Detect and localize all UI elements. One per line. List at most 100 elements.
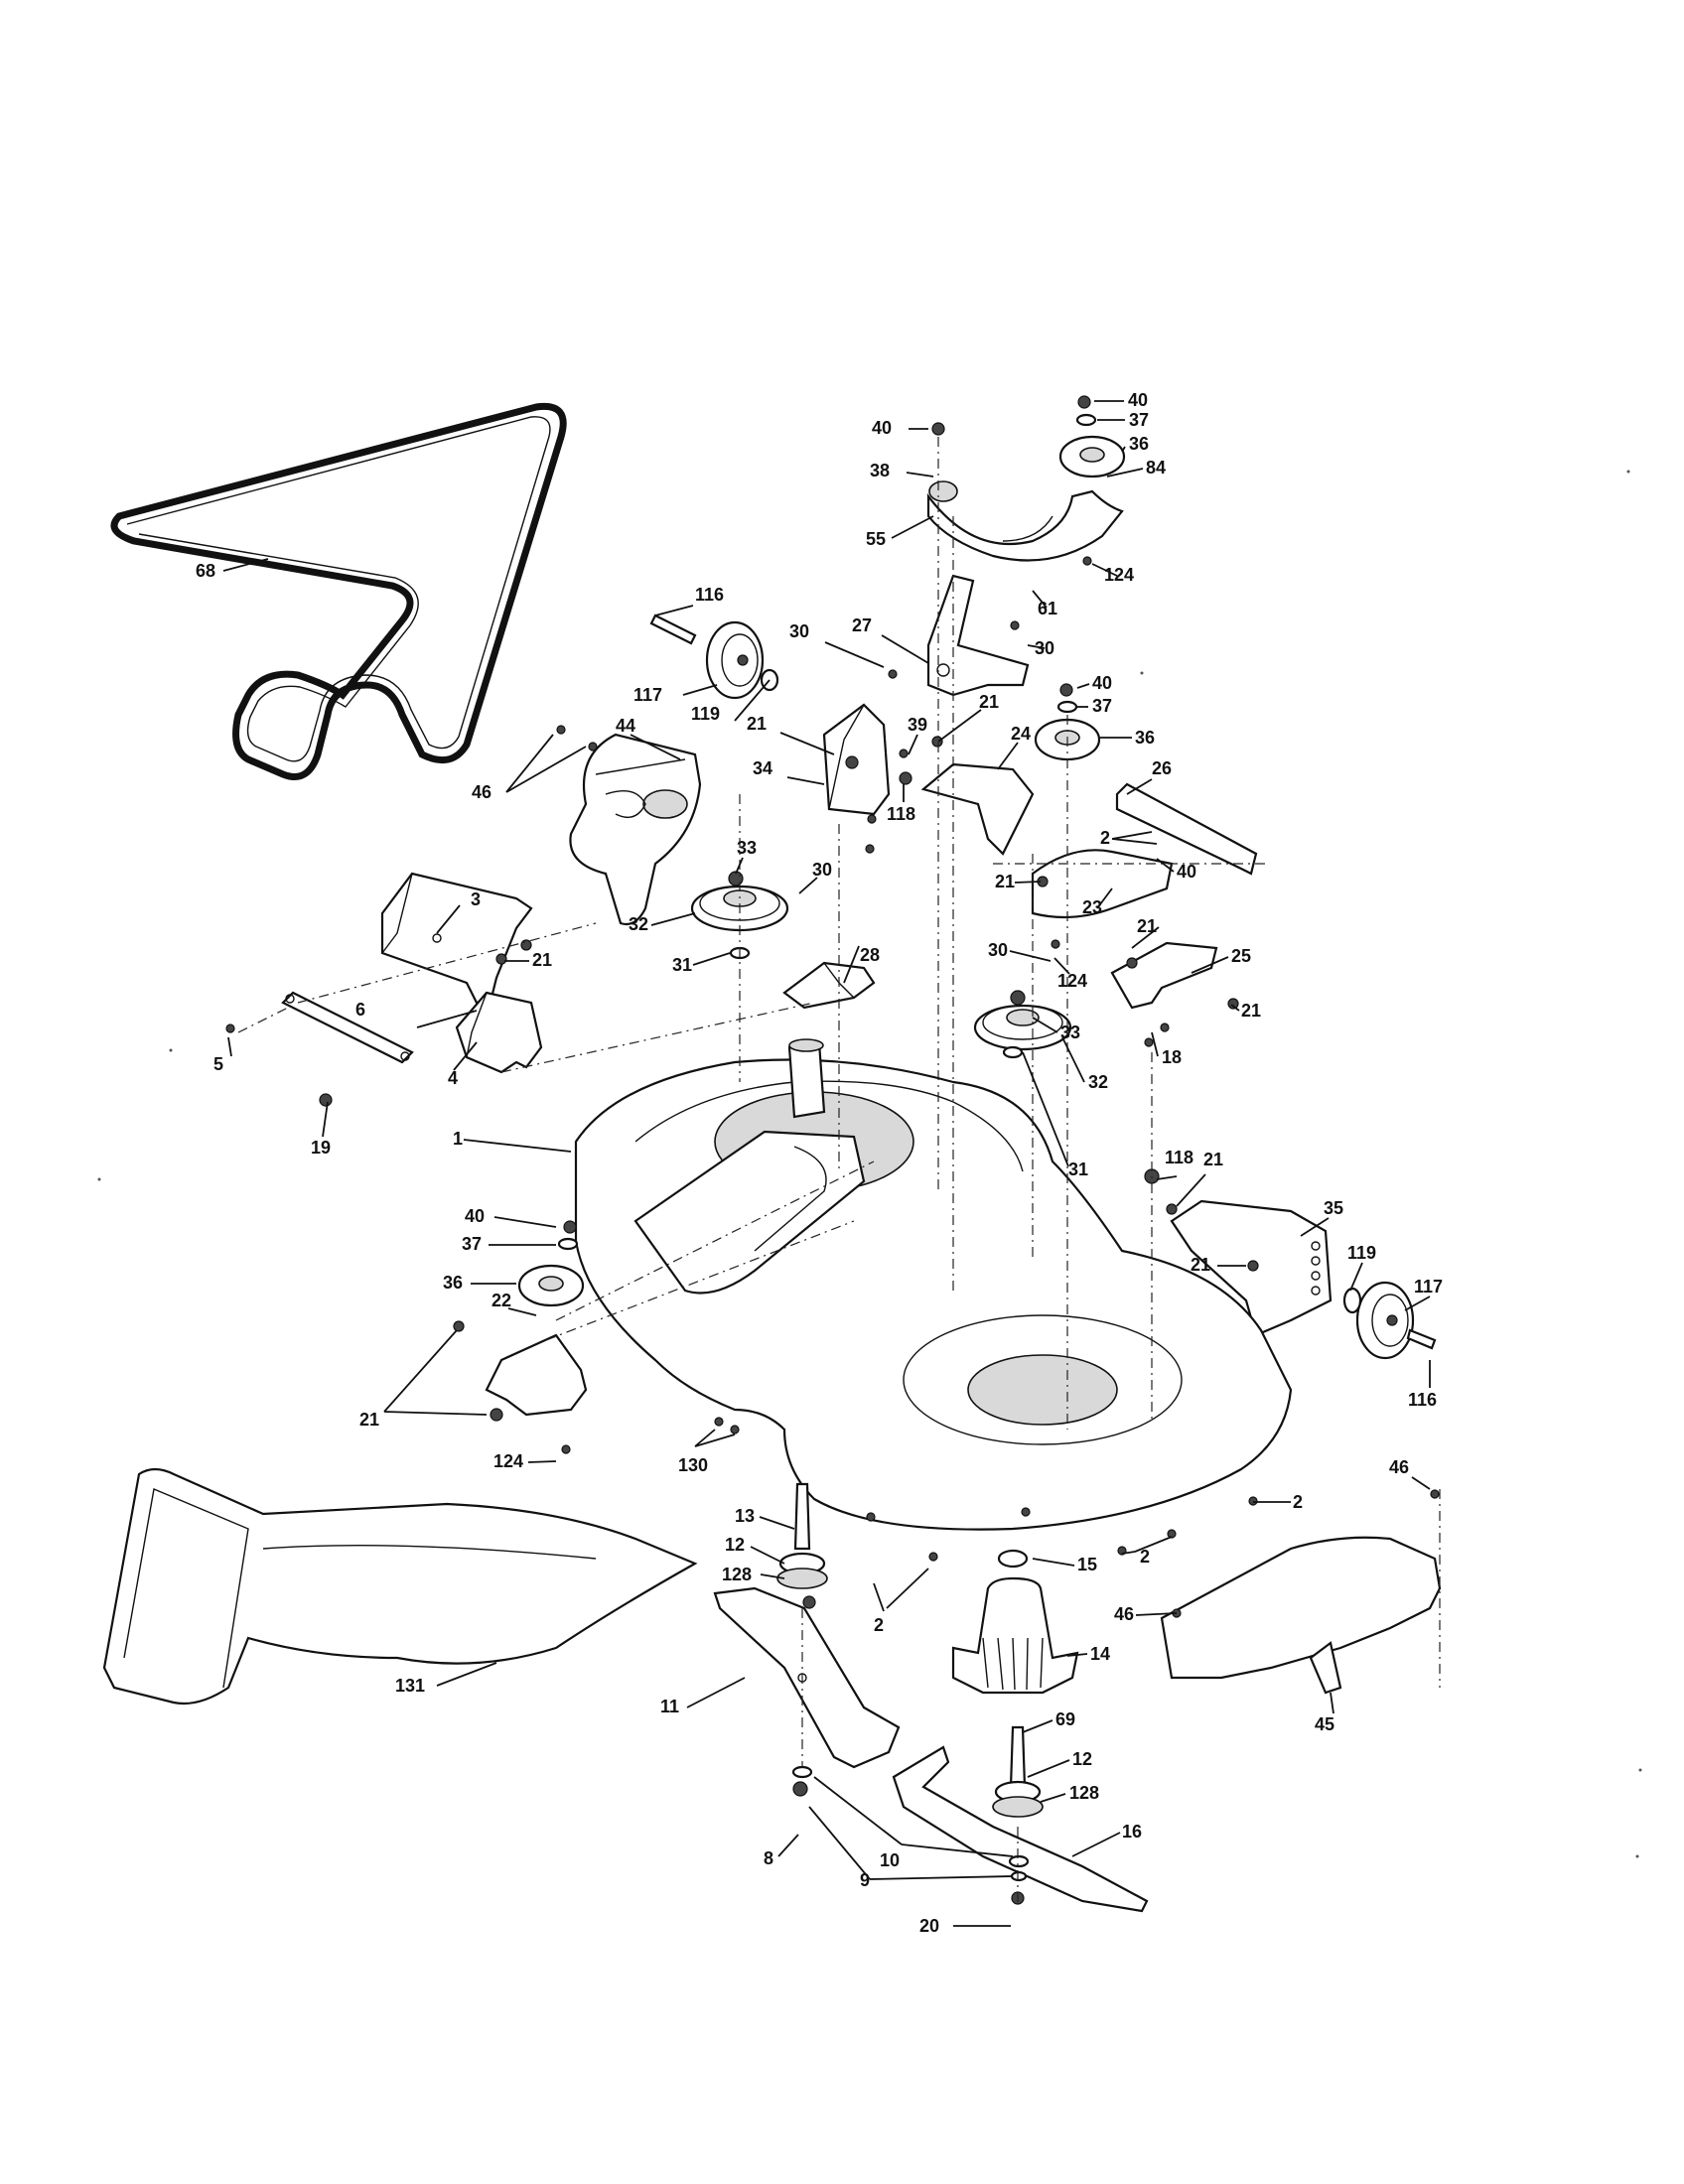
label-2: 2	[1140, 1547, 1150, 1567]
belt-guard-44	[569, 733, 702, 926]
label-32: 32	[629, 914, 648, 934]
assembly-centerlines	[237, 437, 1441, 1906]
plate-23	[1031, 849, 1174, 919]
label-45: 45	[1315, 1714, 1334, 1734]
label-23: 23	[1082, 897, 1102, 917]
label-119: 119	[1347, 1243, 1376, 1263]
label-124: 124	[1104, 565, 1134, 585]
label-34: 34	[753, 758, 772, 778]
label-68: 68	[196, 561, 215, 581]
label-117: 117	[633, 685, 662, 705]
label-46: 46	[472, 782, 491, 802]
label-11: 11	[660, 1697, 679, 1716]
label-30: 30	[988, 940, 1008, 960]
label-38: 38	[870, 461, 890, 480]
label-24: 24	[1011, 724, 1031, 744]
label-2: 2	[1100, 828, 1110, 848]
label-40: 40	[1128, 390, 1148, 410]
blade-11	[713, 1586, 901, 1769]
label-117: 117	[1414, 1277, 1443, 1297]
blade-16	[892, 1745, 1149, 1913]
rod-26	[1115, 782, 1258, 876]
idler-arm-27	[926, 574, 1030, 697]
bracket-28	[782, 961, 876, 1010]
label-40: 40	[465, 1206, 485, 1226]
label-10: 10	[880, 1850, 900, 1870]
label-44: 44	[616, 716, 635, 736]
label-21: 21	[995, 872, 1015, 891]
label-36: 36	[1129, 434, 1149, 454]
discharge-chute-131	[102, 1467, 698, 1706]
label-33: 33	[1060, 1023, 1080, 1042]
label-37: 37	[1092, 696, 1112, 716]
label-37: 37	[1129, 410, 1149, 430]
label-12: 12	[725, 1535, 745, 1555]
label-46: 46	[1114, 1604, 1134, 1624]
idler-pulley-36-left	[517, 1264, 585, 1307]
label-40: 40	[1092, 673, 1112, 693]
label-21: 21	[747, 714, 767, 734]
label-21: 21	[359, 1410, 379, 1430]
gauge-wheel-117-lower	[1342, 1281, 1437, 1360]
label-55: 55	[866, 529, 886, 549]
label-9: 9	[860, 1870, 870, 1890]
label-15: 15	[1077, 1555, 1097, 1574]
label-30: 30	[1035, 638, 1054, 658]
label-6: 6	[355, 1000, 365, 1020]
label-40: 40	[872, 418, 892, 438]
label-14: 14	[1090, 1644, 1110, 1664]
label-118: 118	[1165, 1148, 1193, 1167]
label-124: 124	[1057, 971, 1087, 991]
label-13: 13	[735, 1506, 755, 1526]
bracket-3	[380, 872, 533, 1005]
label-1: 1	[453, 1129, 463, 1149]
label-36: 36	[1135, 728, 1155, 748]
drive-belt-68	[110, 402, 567, 780]
label-8: 8	[764, 1848, 773, 1868]
bracket-34	[822, 703, 891, 816]
label-116: 116	[695, 585, 724, 605]
label-27: 27	[852, 615, 872, 635]
bracket-22	[485, 1333, 588, 1417]
hardware-fasteners	[225, 395, 1440, 1905]
label-21: 21	[979, 692, 999, 712]
label-21: 21	[532, 950, 552, 970]
label-84: 84	[1146, 458, 1166, 478]
rod-6	[281, 991, 414, 1064]
label-39: 39	[908, 715, 927, 735]
label-116: 116	[1408, 1390, 1437, 1410]
label-3: 3	[471, 889, 481, 909]
label-128: 128	[1069, 1783, 1099, 1803]
label-33: 33	[737, 838, 757, 858]
label-21: 21	[1137, 916, 1157, 936]
label-30: 30	[812, 860, 832, 880]
baffle-45	[1160, 1536, 1442, 1695]
label-118: 118	[887, 804, 915, 824]
label-26: 26	[1152, 758, 1172, 778]
label-124: 124	[493, 1451, 523, 1471]
scan-specks	[97, 470, 1642, 1858]
label-31: 31	[1068, 1160, 1088, 1179]
label-22: 22	[491, 1291, 511, 1310]
label-35: 35	[1324, 1198, 1343, 1218]
idler-arm-55	[926, 480, 1124, 562]
label-31: 31	[672, 955, 692, 975]
label-37: 37	[462, 1234, 482, 1254]
label-21: 21	[1241, 1001, 1261, 1021]
pulley-32-right	[973, 1004, 1072, 1051]
label-18: 18	[1162, 1047, 1182, 1067]
label-69: 69	[1055, 1709, 1075, 1729]
leader-lines	[222, 400, 1431, 1927]
label-30: 30	[789, 621, 809, 641]
label-36: 36	[443, 1273, 463, 1293]
label-32: 32	[1088, 1072, 1108, 1092]
label-21: 21	[1191, 1255, 1210, 1275]
label-119: 119	[691, 704, 720, 724]
label-130: 130	[678, 1455, 708, 1475]
label-46: 46	[1389, 1457, 1409, 1477]
mower-deck-1	[574, 1038, 1293, 1531]
label-20: 20	[919, 1916, 939, 1936]
spindle-shaft-69	[992, 1725, 1044, 1818]
spindle-housing-14	[951, 1549, 1079, 1695]
